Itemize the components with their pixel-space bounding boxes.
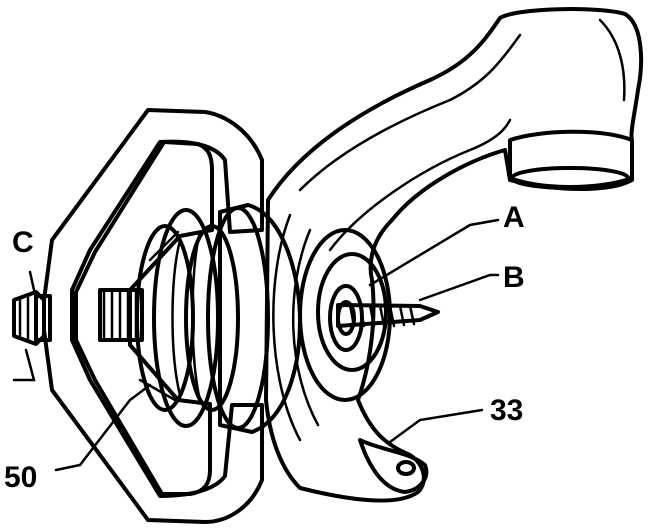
leader-a (368, 218, 500, 287)
bearing-assembly (135, 203, 302, 434)
leader-lines (54, 218, 500, 472)
label-33: 33 (490, 394, 523, 427)
leader-50 (54, 383, 152, 472)
knuckle-arm (264, 7, 644, 503)
hub-face (298, 228, 392, 402)
label-50: 50 (4, 461, 37, 494)
puller-yoke (42, 108, 264, 524)
label-c: C (12, 226, 34, 259)
label-b: B (503, 261, 525, 294)
label-a: A (503, 201, 525, 234)
nut-spindle-c (12, 270, 52, 382)
screw-b (336, 303, 440, 328)
leader-b (418, 273, 500, 302)
leader-33 (388, 408, 484, 444)
